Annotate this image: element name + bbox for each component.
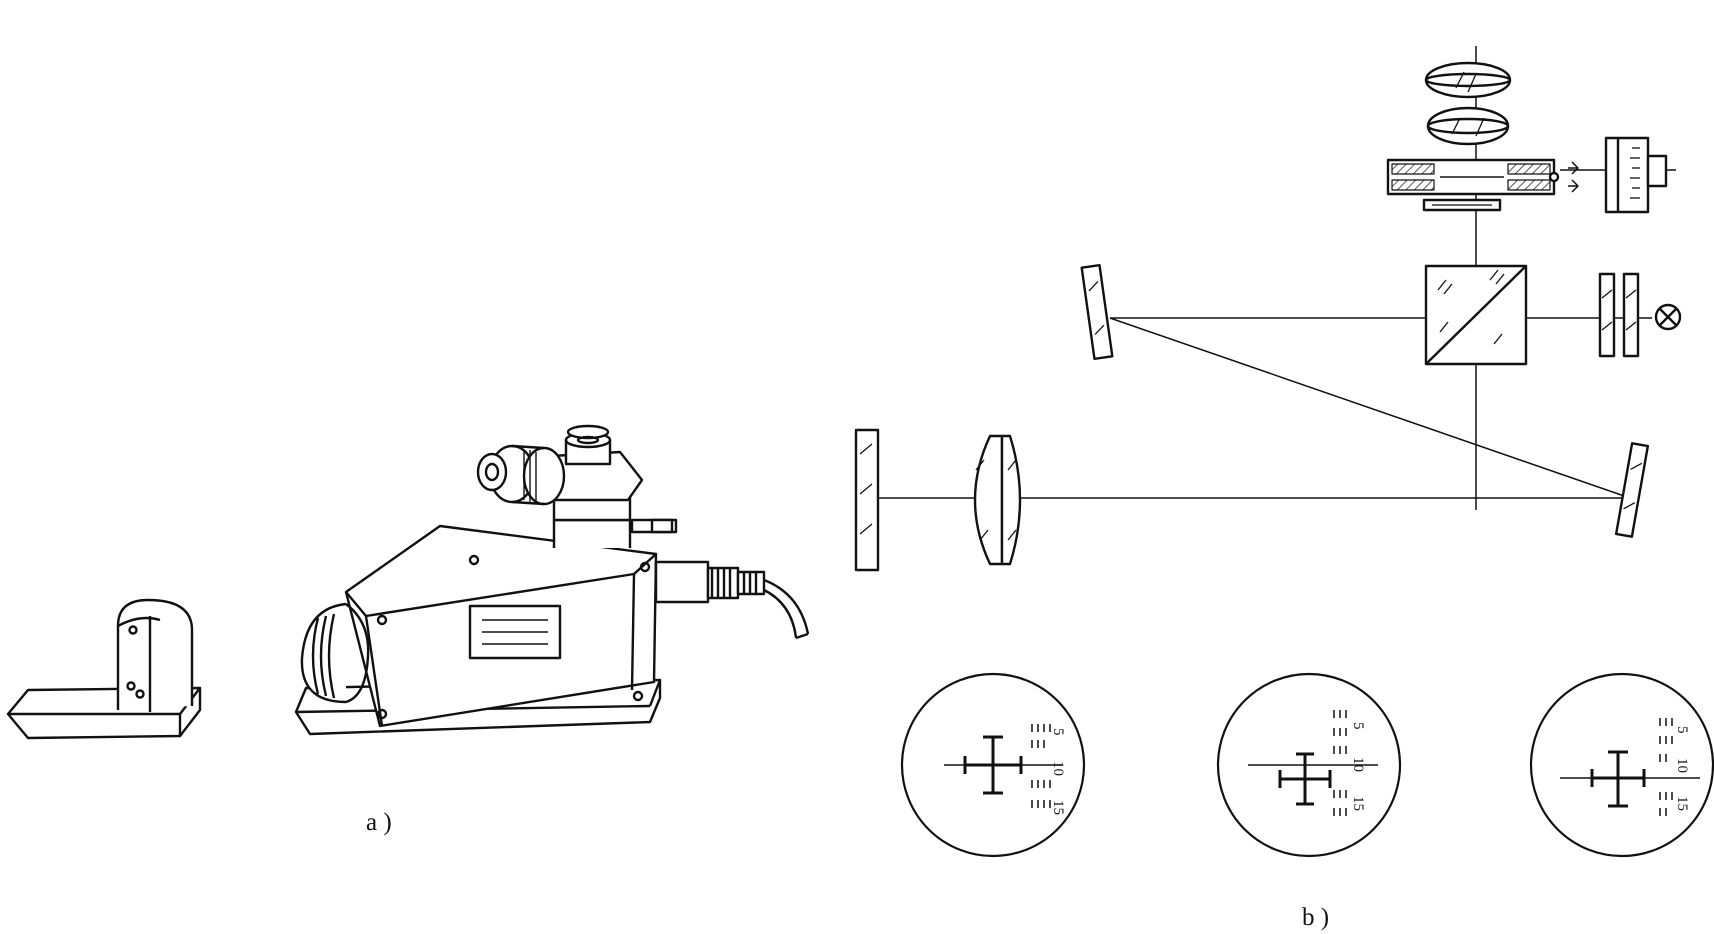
scale-label: 10 — [1674, 758, 1690, 773]
scale-ticks — [1333, 710, 1347, 816]
scale-ticks — [1031, 724, 1051, 808]
reticle-view-2: 5 10 15 — [1216, 672, 1402, 858]
caption-b: b ) — [1302, 904, 1329, 931]
autocollimator-body — [294, 424, 810, 736]
scale-ticks — [1659, 718, 1673, 816]
beamsplitter-cube — [1424, 264, 1528, 366]
eyepiece-lenses — [1424, 61, 1512, 146]
scale-label: 15 — [1050, 800, 1066, 815]
micrometer-drum — [1604, 136, 1668, 214]
diagonal-beam — [1109, 317, 1631, 499]
scale-label: 15 — [1350, 796, 1366, 811]
plane-mirror-upper — [1080, 263, 1114, 361]
reticle-carriage — [1386, 158, 1579, 212]
scale-label: 15 — [1674, 796, 1690, 811]
front-window — [854, 428, 880, 572]
scale-label: 5 — [1050, 728, 1066, 736]
instrument-illustration — [6, 424, 810, 740]
objective-lens — [973, 434, 1022, 566]
lamp-icon — [1654, 303, 1682, 331]
reticle-view-3: 5 10 15 — [1529, 672, 1714, 858]
light-source — [1598, 272, 1682, 358]
scale-label: 5 — [1350, 722, 1366, 730]
reflector-stand — [6, 598, 202, 740]
scale-label: 10 — [1050, 761, 1066, 776]
reticle-view-1: 5 10 15 — [900, 672, 1086, 858]
plane-mirror-lower — [1614, 442, 1650, 538]
scale-label: 10 — [1350, 757, 1366, 772]
caption-a: a ) — [366, 809, 392, 836]
scale-label: 5 — [1674, 726, 1690, 734]
optical-schematic — [854, 46, 1682, 572]
